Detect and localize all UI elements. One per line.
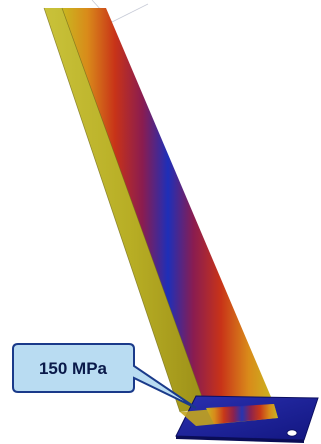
bolt-hole-icon	[286, 429, 298, 437]
column-stress-face	[62, 8, 274, 408]
callout-label: 150 MPa	[39, 359, 108, 378]
column-front-face	[44, 8, 206, 412]
speech-bubble-icon	[12, 343, 197, 409]
column-edges	[43, 7, 207, 413]
stress-callout: 150 MPa	[12, 343, 197, 409]
base-plate	[175, 395, 319, 443]
